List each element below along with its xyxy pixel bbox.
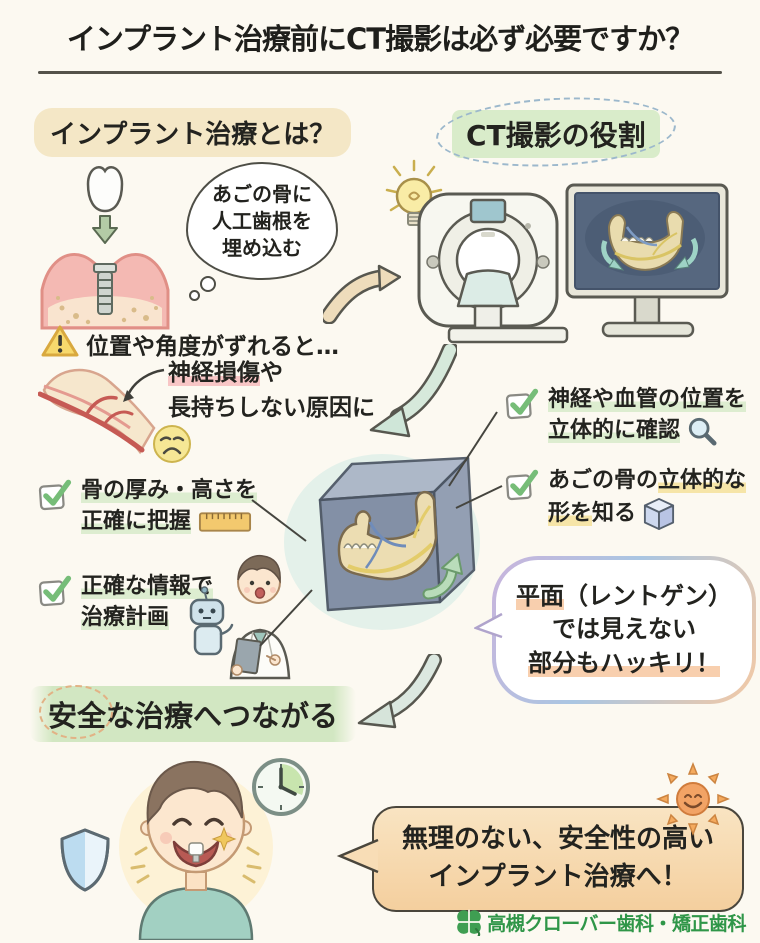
benefit-line: 神経や血管の位置を [548,387,747,412]
bubble-tail-dot [200,276,216,292]
arrow-to-safe [346,654,442,730]
xray-line-highlight: 平面 [516,581,564,610]
benefit-text: 神経や血管の位置を 立体的に確認 [548,385,747,447]
benefit-line: 知る [592,500,637,526]
risk-line1-rest: や [260,360,283,386]
clock-icon [250,756,312,818]
3d-jaw-cube-illustration [282,442,487,637]
check-icon [36,476,72,514]
benefit-line: 正確に把握 [81,508,192,534]
sad-face-icon [150,422,194,466]
xray-speech-bubble-inner: 平面（レントゲン） では見えない 部分もハッキリ！ [496,560,752,700]
xray-speech-bubble: 平面（レントゲン） では見えない 部分もハッキリ！ [492,556,756,704]
ct-scanner-illustration [405,188,610,356]
benefit-bone-shape: あごの骨の立体的な 形を知る [503,466,747,531]
xray-bubble-tail [474,612,504,640]
xray-line: （レントゲン） [564,581,732,610]
pointer-arrow [116,366,168,408]
jaw-nerve-illustration [38,356,163,464]
conclusion-line: インプラント治療へ！ [428,862,688,892]
smiling-patient-illustration [118,742,273,940]
safe-word: 安全 [39,685,114,739]
monitor-illustration [565,183,733,351]
clinic-footer: 高槻クローバー歯科・矯正歯科 [455,908,746,936]
bubble-line: 埋め込む [222,235,302,260]
xray-line: では見えない [552,615,696,644]
safe-heading-rest: な治療へつながる [106,699,339,733]
implant-tooth-illustration [38,158,198,330]
dashed-oval-decoration [434,91,678,173]
check-icon [503,466,539,504]
benefit-nerve-position: 神経や血管の位置を 立体的に確認 [503,385,747,447]
benefit-line-highlight: 形を [548,500,593,526]
benefit-line: 骨の厚み・高さを [81,478,258,503]
benefit-text: 骨の厚み・高さを 正確に把握 [81,476,258,538]
benefit-bone-thickness: 骨の厚み・高さを 正確に把握 [36,476,258,538]
section-heading-implant-label: インプラント治療とは？ [50,120,336,150]
conclusion-line: 無理のない、安全性の高い [401,824,714,855]
section-heading-ct-role: CT撮影の役割 [434,91,678,173]
benefit-line: あごの骨の [548,468,659,493]
check-icon [36,572,72,610]
warning-triangle-icon [40,324,80,360]
benefit-line: 治療計画 [81,604,170,630]
xray-line-highlight: 部分もハッキリ！ [528,648,720,677]
benefit-line-highlight: 立体的な [658,468,747,493]
arrow-to-cube [362,344,457,442]
section-heading-ct-role-label: CT撮影の役割 [466,119,646,152]
section-heading-implant: インプラント治療とは？ [34,108,352,157]
section-heading-safe: 安全な治療へつながる [30,685,357,742]
doctor-robot-illustration [183,548,301,680]
conclusion-bubble-tail [336,838,380,874]
clinic-name: 高槻クローバー歯科・矯正歯科 [487,912,746,935]
magnifier-icon [687,416,717,446]
risk-line1: 神経損傷や [168,356,375,391]
benefit-text: あごの骨の立体的な 形を知る [548,466,747,531]
bubble-line: 人工歯根を [212,208,312,233]
risk-line2: 長持ちしない原因に [168,394,375,421]
sun-icon [656,762,730,836]
page-title: インプラント治療前にCT撮影は必ず必要ですか？ [66,22,694,56]
benefit-line: 正確な情報で [81,574,214,599]
benefit-text: 正確な情報で 治療計画 [81,572,214,634]
ruler-icon [198,510,252,534]
conclusion-speech-bubble: 無理のない、安全性の高い インプラント治療へ！ [372,806,744,912]
cube-icon [643,497,675,531]
benefit-line: 立体的に確認 [548,417,681,443]
dashed-circle-accent [39,685,114,739]
benefit-treatment-plan: 正確な情報で 治療計画 [36,572,214,634]
bubble-line: あごの骨に [212,181,312,206]
risk-title: 位置や角度がずれると… [86,334,339,360]
arrow-to-ct [323,262,401,324]
shield-icon [56,826,114,894]
risk-line1-highlight: 神経損傷 [168,360,260,386]
clover-icon [455,908,483,936]
check-icon [503,385,539,423]
implant-speech-bubble: あごの骨に 人工歯根を 埋め込む [186,162,338,280]
risk-text: 神経損傷や 長持ちしない原因に [168,356,375,425]
title-underline [38,71,722,74]
bubble-tail-dot [189,290,200,301]
